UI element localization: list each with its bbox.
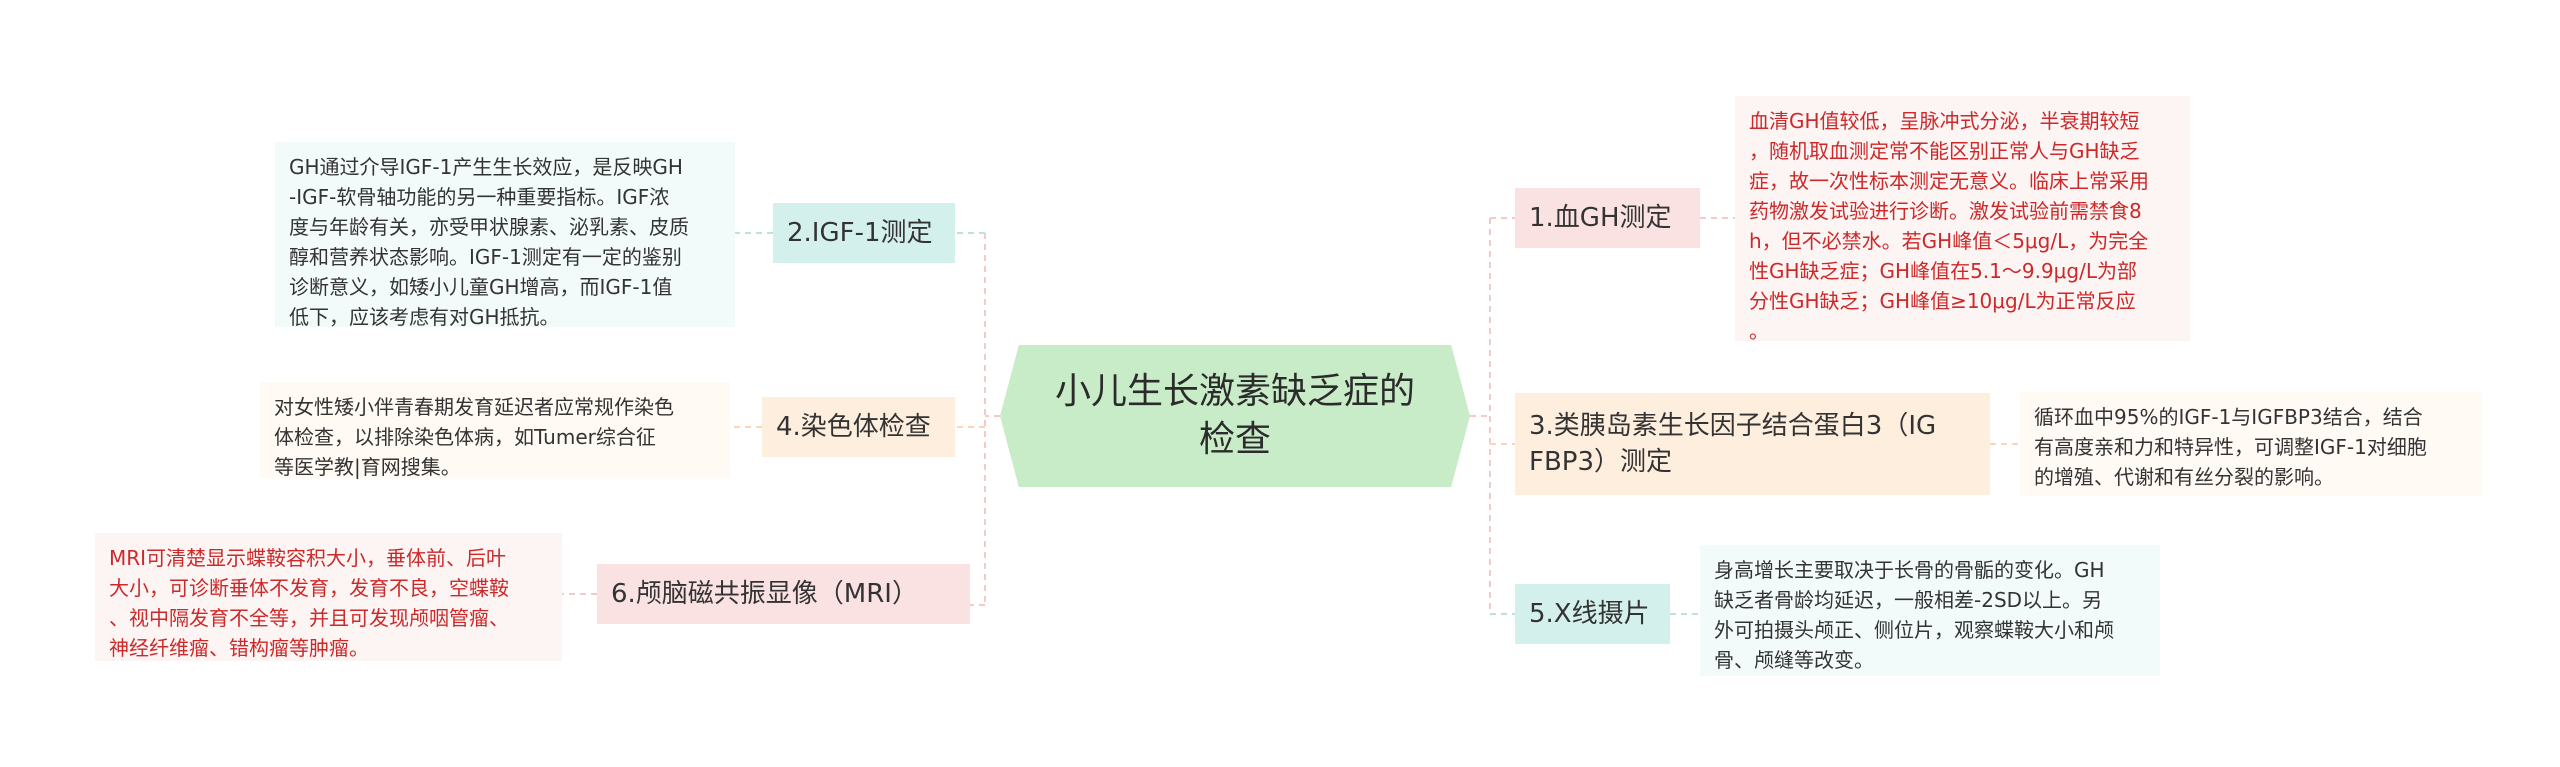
branch-serum-gh-test[interactable]: 1.血GH测定 xyxy=(1515,188,1700,248)
branch-serum-gh-test-label: 1.血GH测定 xyxy=(1529,203,1672,233)
branch-igf1-test[interactable]: 2.IGF-1测定 xyxy=(773,203,955,263)
central-topic[interactable]: 小儿生长激素缺乏症的检查 xyxy=(1000,345,1470,487)
leaf-igf1-test-note: GH通过介导IGF-1产生生长效应，是反映GH -IGF-软骨轴功能的另一种重要… xyxy=(275,142,735,329)
branch-igfbp3-test[interactable]: 3.类胰岛素生长因子结合蛋白3（IG FBP3）测定 xyxy=(1515,393,1990,495)
leaf-brain-mri-note: MRI可清楚显示蝶鞍容积大小，垂体前、后叶 大小，可诊断垂体不发育，发育不良，空… xyxy=(95,533,562,661)
branch-brain-mri[interactable]: 6.颅脑磁共振显像（MRI） xyxy=(597,564,970,624)
branch-chromosome-test[interactable]: 4.染色体检查 xyxy=(762,397,955,457)
leaf-serum-gh-test-note: 血清GH值较低，呈脉冲式分泌，半衰期较短 ，随机取血测定常不能区别正常人与GH缺… xyxy=(1735,96,2190,343)
leaf-chromosome-test-note: 对女性矮小伴青春期发育延迟者应常规作染色 体检查，以排除染色体病，如Tumer综… xyxy=(260,382,730,479)
branch-xray[interactable]: 5.X线摄片 xyxy=(1515,584,1670,644)
branch-igf1-test-label: 2.IGF-1测定 xyxy=(787,218,933,248)
branch-xray-label: 5.X线摄片 xyxy=(1529,599,1650,629)
branch-chromosome-test-label: 4.染色体检查 xyxy=(776,412,931,442)
branch-brain-mri-label: 6.颅脑磁共振显像（MRI） xyxy=(611,579,918,609)
central-topic-label: 小儿生长激素缺乏症的检查 xyxy=(1054,371,1415,460)
leaf-igfbp3-test-note: 循环血中95%的IGF-1与IGFBP3结合，结合 有高度亲和力和特异性，可调整… xyxy=(2020,392,2482,496)
leaf-xray-note: 身高增长主要取决于长骨的骨骺的变化。GH 缺乏者骨龄均延迟，一般相差-2SD以上… xyxy=(1700,545,2160,676)
branch-igfbp3-test-label: 3.类胰岛素生长因子结合蛋白3（IG FBP3）测定 xyxy=(1529,411,1937,477)
